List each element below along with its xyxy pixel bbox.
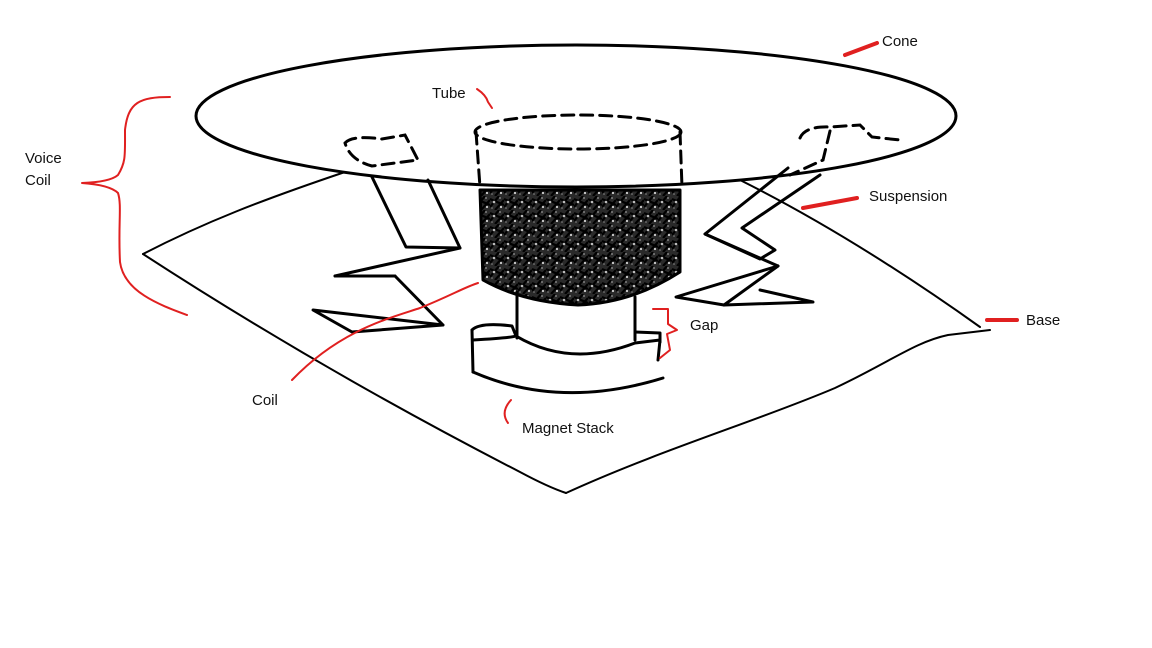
suspension-top-dashed bbox=[343, 123, 902, 177]
coil bbox=[478, 188, 682, 307]
label-suspension: Suspension bbox=[869, 188, 947, 205]
gap-brace bbox=[652, 308, 678, 359]
label-base: Base bbox=[1026, 312, 1060, 329]
tube-pointer bbox=[476, 88, 493, 109]
label-tube: Tube bbox=[432, 85, 466, 102]
cone-pointer bbox=[843, 41, 879, 57]
suspension-right bbox=[674, 166, 822, 307]
label-magnet-stack: Magnet Stack bbox=[522, 420, 614, 437]
magnet-stack-pointer bbox=[503, 399, 512, 424]
label-cone: Cone bbox=[882, 33, 918, 50]
annotations bbox=[81, 41, 1019, 424]
suspension-pointer bbox=[801, 196, 859, 210]
cone bbox=[194, 43, 958, 189]
tube bbox=[473, 113, 684, 189]
base bbox=[142, 171, 991, 494]
magnet-stack bbox=[470, 323, 665, 395]
voice-coil-brace bbox=[81, 96, 188, 316]
label-coil: Coil bbox=[252, 392, 278, 409]
label-voice-coil-line2: Coil bbox=[25, 172, 51, 189]
label-gap: Gap bbox=[690, 317, 718, 334]
label-voice-coil-line1: Voice bbox=[25, 150, 62, 167]
coil-pointer bbox=[291, 282, 479, 381]
suspension-left-back bbox=[311, 175, 462, 334]
labels: Cone Tube Voice Coil Suspension Base Gap… bbox=[25, 33, 1060, 437]
